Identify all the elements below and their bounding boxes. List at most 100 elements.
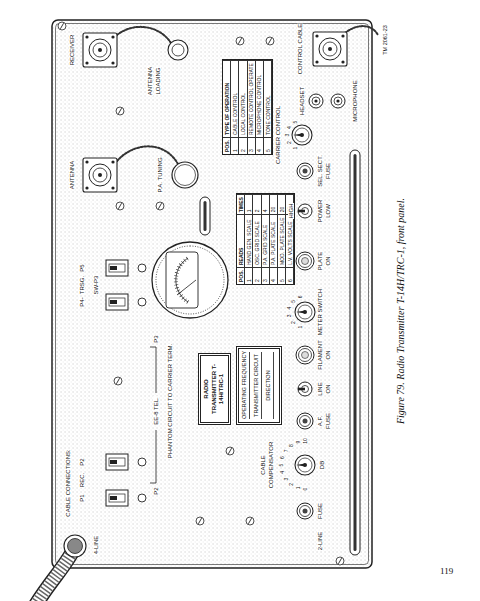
panel-label: 5 xyxy=(291,299,296,303)
panel-label: TRSG. xyxy=(79,275,85,294)
table-cell: CABLE CONTROL xyxy=(231,60,239,137)
panel-label: 2-LINE xyxy=(317,531,323,551)
panel-label: METER SWITCH xyxy=(317,288,323,335)
panel-label: ANTENNA xyxy=(147,66,153,96)
table-cell: LOCAL CONTROL xyxy=(239,60,247,137)
panel-label: 9 xyxy=(295,440,300,444)
table-cell: 4 xyxy=(270,267,278,284)
connectors xyxy=(83,32,347,192)
panel-label: CARRIER CONTROL xyxy=(275,105,281,164)
panel-label: P2 xyxy=(79,458,85,466)
panel-label: 10 xyxy=(303,438,308,445)
table-cell: HAND GEN. SCALE xyxy=(245,214,253,267)
panel-label: EE-8 TEL. xyxy=(153,397,159,426)
panel-label: 2 xyxy=(287,141,292,145)
panel-label: 7 xyxy=(283,449,288,453)
panel-label: ON xyxy=(325,256,331,266)
panel-label: 2 xyxy=(288,483,293,487)
panel-label: PLATE xyxy=(317,251,323,271)
panel-label: 1 xyxy=(292,146,297,150)
panel-label: RECEIVER xyxy=(69,34,75,66)
panel-label: 6 xyxy=(280,456,285,460)
panel-label: P2 xyxy=(153,487,159,495)
panel-label: 4-LINE xyxy=(93,535,99,555)
table-cell: POS. xyxy=(237,267,245,284)
table-cell: 5 xyxy=(264,137,272,154)
table-cell: TIMES xyxy=(237,194,245,214)
panel-label: HIGH xyxy=(288,203,294,219)
meter xyxy=(152,242,228,318)
panel-label: 6 xyxy=(297,295,302,299)
table-cell: MICROPHONE CONTROL xyxy=(256,60,264,137)
table-cell: 3 xyxy=(248,137,256,154)
cable-switches xyxy=(106,260,156,506)
mode-table: POS.TYPE OF OPERATION1CABLE CONTROL2LOCA… xyxy=(222,59,273,155)
panel-label: 3 xyxy=(283,477,288,481)
plate-text: RADIO TRANSMITTER T-14H/TRC-1 xyxy=(203,359,226,419)
table-cell: 5 xyxy=(278,267,286,284)
cable-bundle xyxy=(35,535,86,601)
panel-label: SW-P3 xyxy=(93,275,99,295)
table-cell: 2 xyxy=(253,267,261,284)
panel-label: FUSE xyxy=(325,162,331,179)
panel-label: ON xyxy=(325,384,331,394)
panel-label: REC. xyxy=(79,472,85,487)
table-cell: 2 xyxy=(239,137,247,154)
panel-label: LOW xyxy=(325,204,331,219)
panel-label: FUSE xyxy=(325,412,331,429)
front-panel xyxy=(52,20,372,568)
meter-table: POS.READSTIMES1HAND GEN. SCALE12OSC. GRI… xyxy=(236,193,295,285)
panel-label: CABLE CONNECTIONS: xyxy=(65,449,71,517)
plate-text: OPERATING FREQUENCY xyxy=(241,352,250,419)
plate-text: DIRECTION xyxy=(265,352,274,419)
panel-label: ON xyxy=(325,350,331,360)
screws xyxy=(58,22,344,565)
panel-label: FUSE xyxy=(317,502,323,519)
nameplate: RADIO TRANSMITTER T-14H/TRC-1 xyxy=(198,353,231,425)
panel-label: 4 xyxy=(287,306,292,310)
panel-label: ANTENNA xyxy=(69,160,75,190)
panel-label: SEL. SECT. xyxy=(317,155,323,188)
page-number: 119 xyxy=(440,566,453,576)
panel-label: CONTROL CABLE xyxy=(297,23,303,74)
table-cell: 4 xyxy=(262,194,270,214)
table-cell: 20 xyxy=(270,194,278,214)
table-cell: 2 xyxy=(253,194,261,214)
figure-caption: Figure 79. Radio Transmitter T-14H/TRC-1… xyxy=(395,198,406,424)
table-cell: TYPE OF OPERATION xyxy=(223,60,231,137)
plate-text: TRANSMITTER CIRCUIT xyxy=(253,352,262,419)
table-cell: L.V. VOLTS SCALE xyxy=(286,214,294,267)
panel-label: P5 xyxy=(79,264,85,272)
panel-label: CABLE xyxy=(260,455,266,476)
table-cell: MOD. PLATE SCALE xyxy=(278,214,286,267)
table-cell: 1 xyxy=(245,267,253,284)
chains xyxy=(117,26,378,164)
panel-label: PHANTOM CIRCUIT TO CARRIER TERM. xyxy=(167,343,173,458)
panel-label: LINE xyxy=(317,382,323,396)
panel-label: MICROPHONE xyxy=(352,80,358,122)
panel-label: 0 xyxy=(303,487,308,491)
panel-label: POWER xyxy=(317,199,323,223)
info-plate: OPERATING FREQUENCYTRANSMITTER CIRCUITDI… xyxy=(236,346,282,425)
table-cell: 3 xyxy=(262,267,270,284)
panel-label: P1 xyxy=(79,494,85,502)
table-cell: P.A. GRID SCALE xyxy=(262,214,270,267)
panel-label: DB xyxy=(319,460,325,469)
panel-label: P3 xyxy=(153,335,159,343)
table-cell: 20 xyxy=(278,194,286,214)
panel-label: 5 xyxy=(292,120,297,124)
table-cell: READS xyxy=(237,214,245,267)
panel-label: 3 xyxy=(285,133,290,137)
table-cell: 6 xyxy=(286,267,294,284)
panel-label: 4 xyxy=(280,471,285,475)
panel-label: 1 xyxy=(295,486,300,490)
panel-label: P4- xyxy=(79,297,85,307)
table-cell: P.A. PLATE SCALE xyxy=(270,214,278,267)
panel-label: P.A. TUNING xyxy=(157,157,163,193)
table-cell: REMOTE CONTROL OPERATE xyxy=(248,60,256,137)
panel-label: 8 xyxy=(288,444,293,448)
panel-label: A.F. xyxy=(317,415,323,426)
panel-label: TM 2061-23 xyxy=(383,25,389,56)
table-cell: 1 xyxy=(245,194,253,214)
